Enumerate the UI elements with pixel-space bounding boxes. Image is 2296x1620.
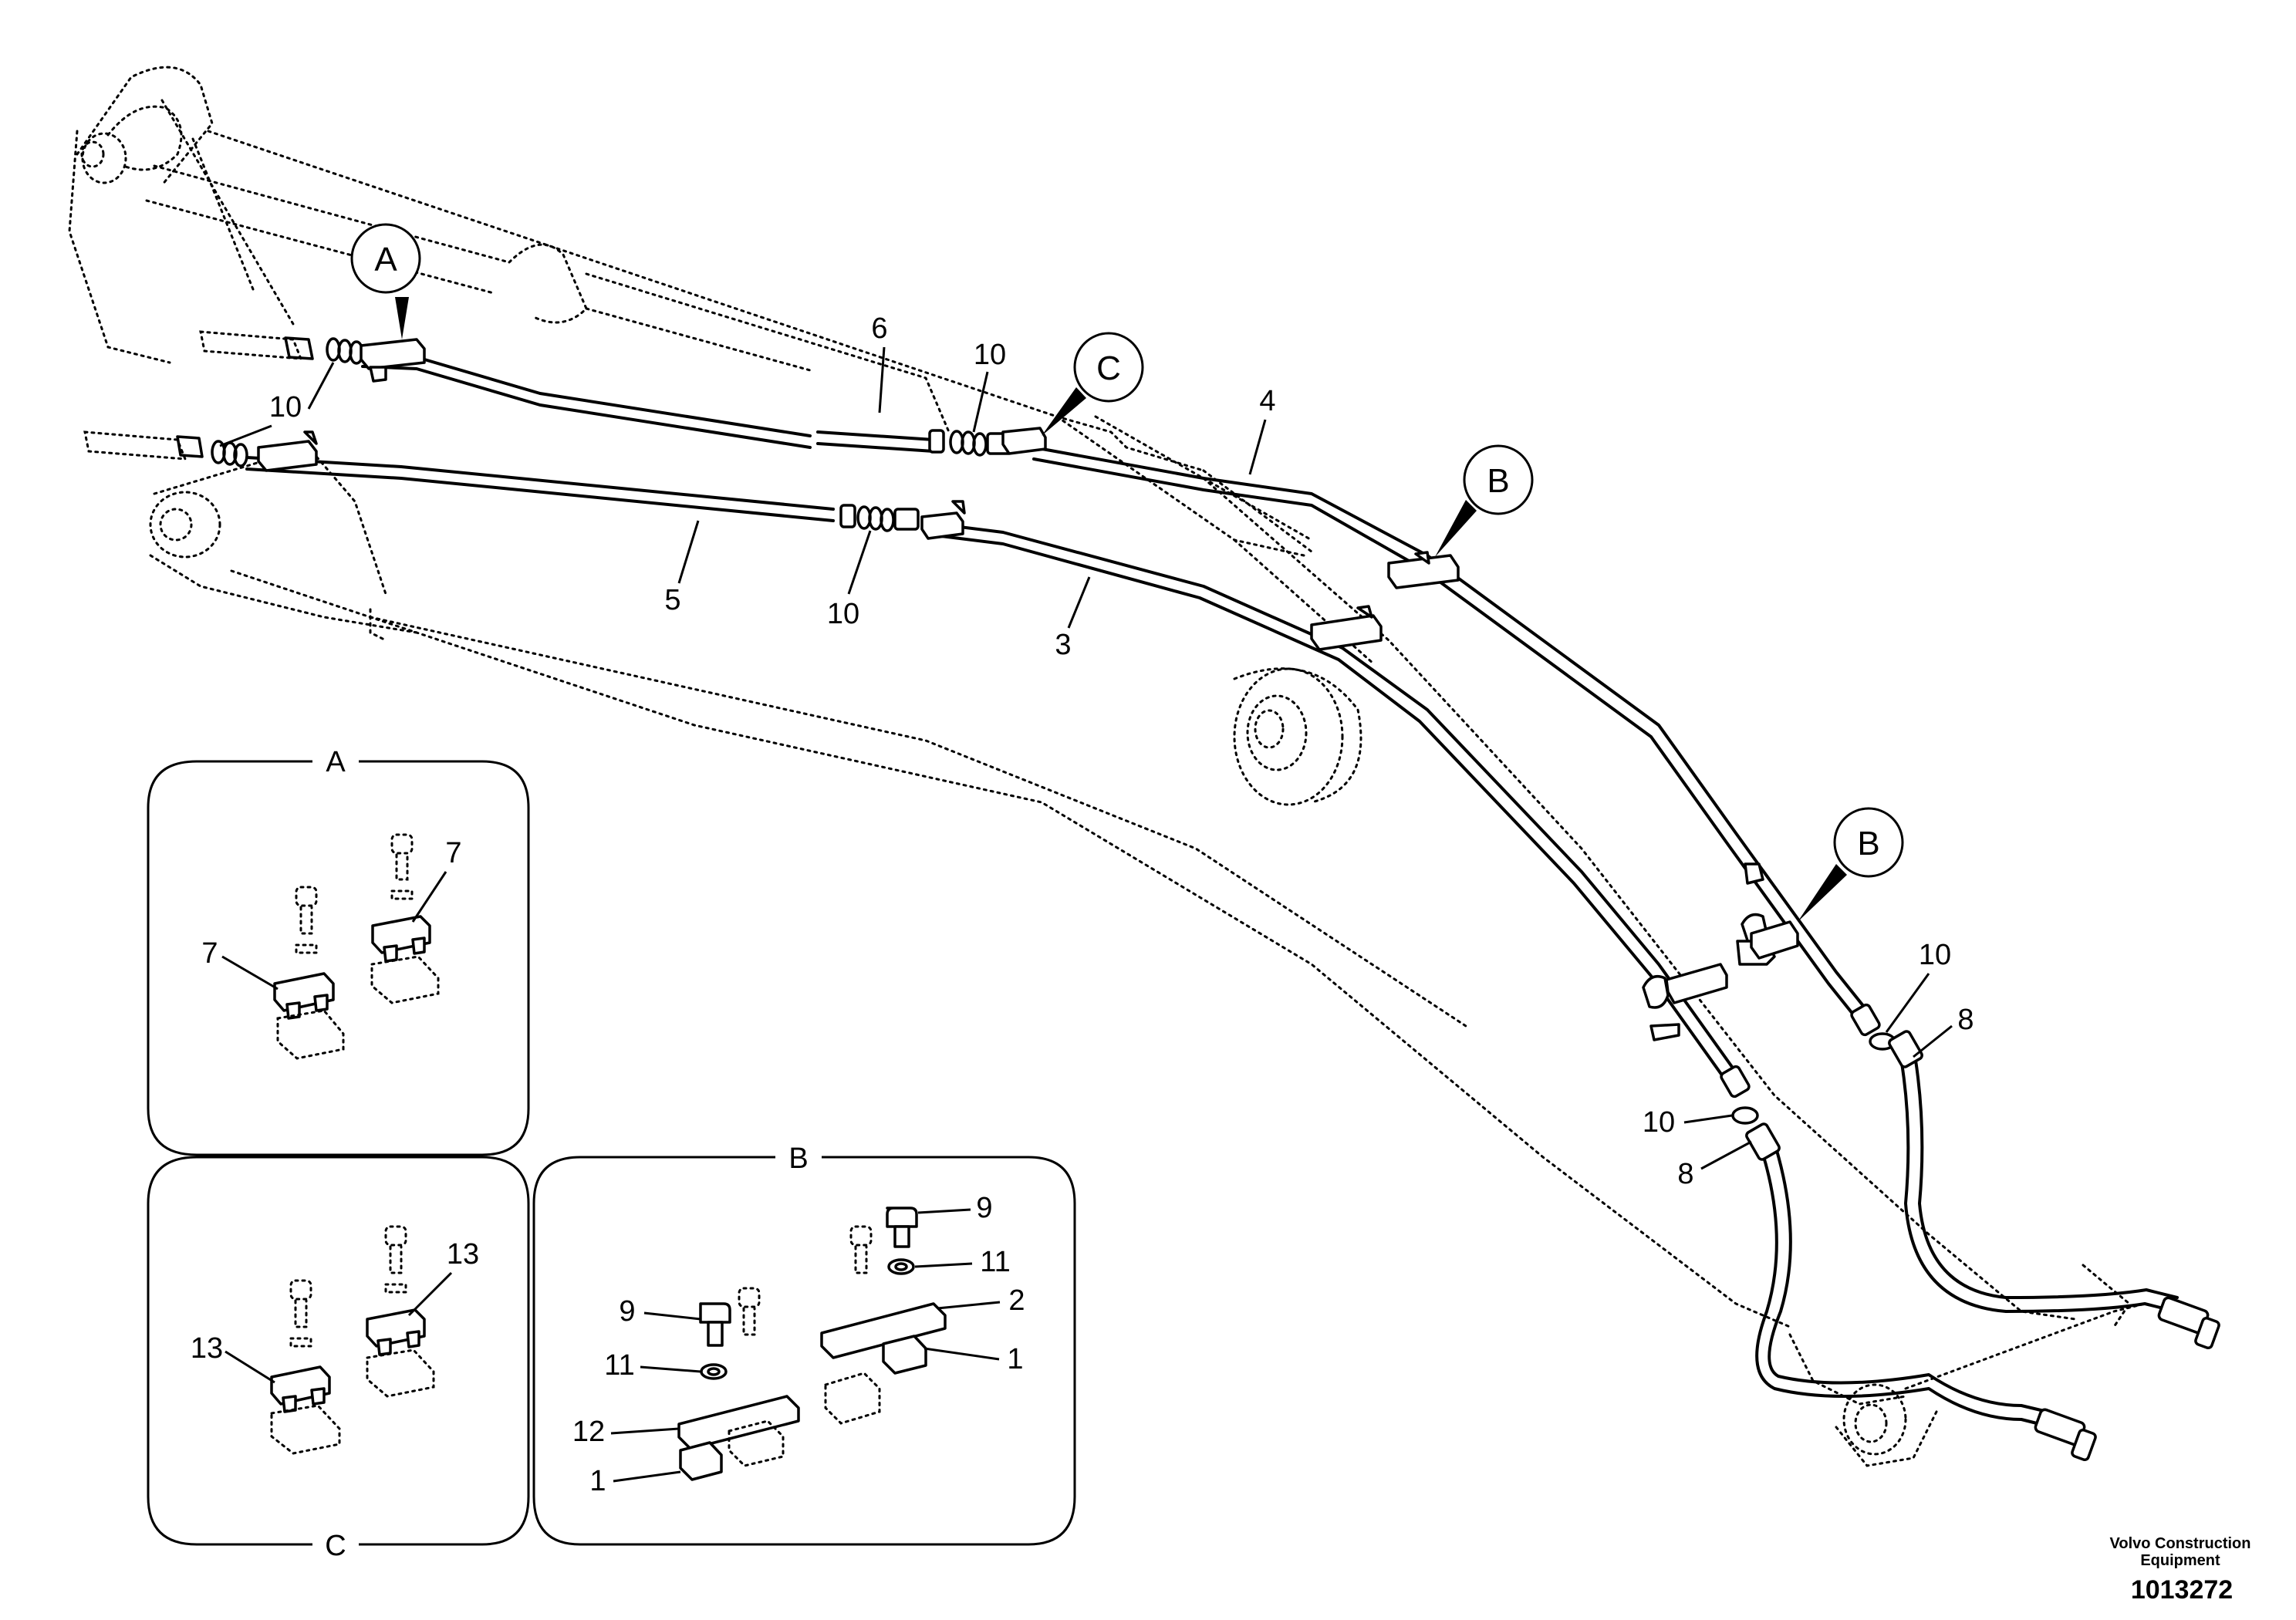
callout-a: A: [350, 223, 421, 339]
document-number: 1013272: [2130, 1575, 2234, 1605]
label-part-11-lower: 11: [604, 1349, 634, 1382]
label-part-7-left: 7: [201, 937, 218, 970]
pipe-fittings: [839, 429, 2220, 1462]
bolt-a1: [295, 886, 318, 954]
label-part-5: 5: [664, 584, 680, 616]
label-part-9-lower: 9: [619, 1295, 635, 1328]
label-part-10-left: 10: [269, 391, 302, 424]
callout-b-lower-letter: B: [1857, 825, 1879, 862]
label-part-7-right: 7: [445, 837, 461, 869]
detail-a-title: A: [326, 746, 346, 778]
clamp-b-upper: [820, 1302, 947, 1359]
label-part-10-lower: 10: [1643, 1106, 1675, 1139]
label-part-6: 6: [871, 312, 887, 345]
label-part-8-lower: 8: [1677, 1158, 1693, 1190]
bolt-b-dotted-2: [738, 1287, 761, 1336]
label-part-9-upper: 9: [976, 1192, 992, 1224]
label-part-3: 3: [1055, 629, 1071, 661]
bolt-b-dotted-1: [849, 1225, 873, 1274]
clamp-b-lower: [677, 1395, 800, 1450]
callout-b-upper-letter: B: [1487, 462, 1509, 500]
company-name: Volvo Construction Equipment: [2109, 1535, 2251, 1569]
part-labels: 6 10 10 5 10 3 4 10 8 10 8: [219, 312, 1974, 1190]
bolt-c2: [384, 1225, 407, 1294]
callout-c-letter: C: [1096, 349, 1121, 387]
label-part-10-top: 10: [974, 339, 1006, 371]
callout-b-upper: B: [1435, 444, 1534, 557]
bolt-9-upper: [886, 1207, 918, 1275]
boom-clamps: [257, 338, 1799, 1041]
label-part-12: 12: [572, 1416, 605, 1448]
detail-box-c: C 13 13: [147, 1156, 530, 1562]
label-part-1-lower: 1: [589, 1465, 606, 1497]
detail-c-title: C: [325, 1530, 346, 1562]
left-fittings: [83, 330, 364, 467]
label-part-10-right: 10: [1919, 939, 1951, 971]
callout-a-letter: A: [374, 241, 397, 278]
label-part-13-right: 13: [447, 1238, 479, 1271]
bolt-c1: [289, 1279, 312, 1348]
label-part-4: 4: [1259, 385, 1275, 417]
boom-outline: [68, 66, 2146, 1467]
detail-box-a: A 7 7: [147, 746, 530, 1156]
label-part-13-left: 13: [191, 1332, 223, 1365]
label-part-8-right: 8: [1957, 1004, 1974, 1036]
label-part-1-upper: 1: [1007, 1343, 1023, 1375]
callout-b-lower: B: [1798, 807, 1904, 922]
label-part-2: 2: [1008, 1284, 1025, 1317]
label-part-10-mid: 10: [827, 598, 859, 630]
detail-box-b: B 9: [532, 1142, 1076, 1546]
label-part-11-upper: 11: [980, 1246, 1010, 1278]
bolt-9-lower: [699, 1302, 731, 1380]
detail-b-title: B: [788, 1142, 808, 1175]
callout-c: C: [1042, 332, 1144, 436]
bolt-a2: [390, 833, 414, 900]
